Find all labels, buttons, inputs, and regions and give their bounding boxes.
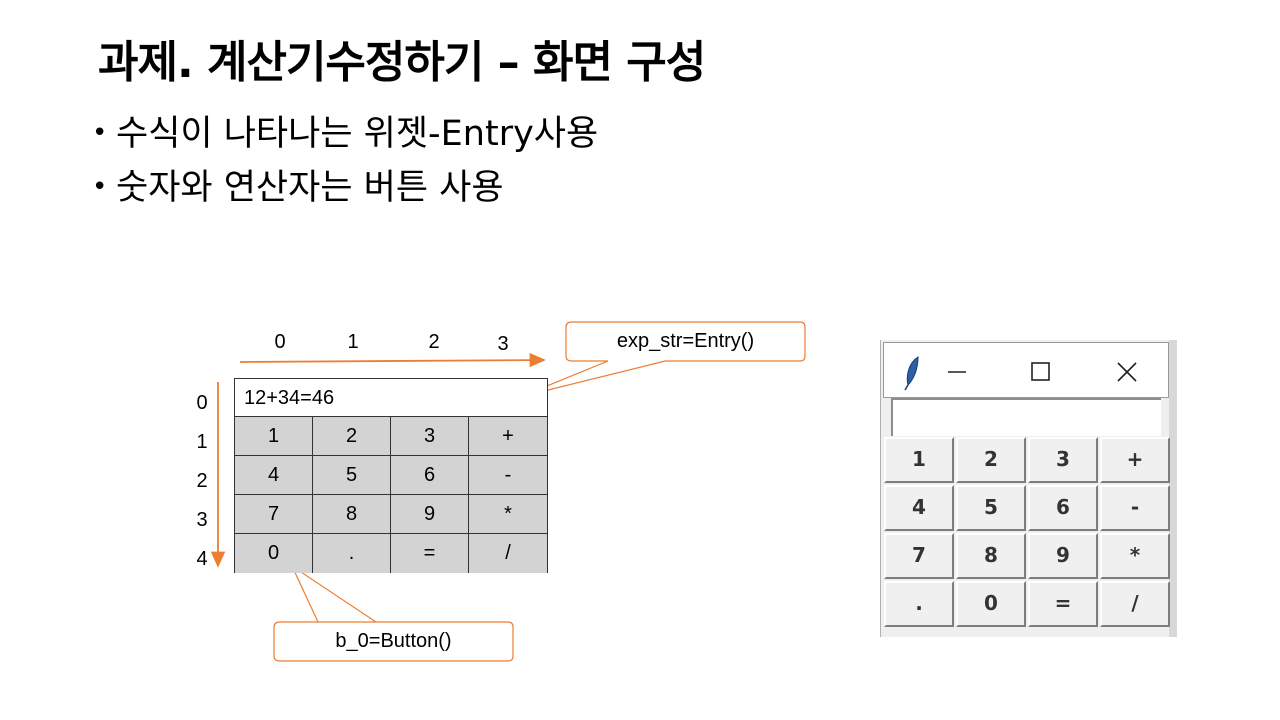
button-callout-bubble [273,564,514,662]
grid-row-4: 0 . = / [235,534,547,573]
grid-cell: - [469,456,547,495]
grid-cell: 5 [313,456,391,495]
grid-entry-cell: 12+34=46 [235,379,547,417]
bullet-text: 숫자와 연산자는 버튼 사용 [116,168,504,208]
feather-icon [904,356,919,391]
row-label-1: 1 [196,431,208,453]
grid-row-1: 1 2 3 + [235,417,547,456]
tk-button-row: 7 8 9 * [883,532,1171,580]
grid-cell: + [469,417,547,456]
grid-cell: 7 [235,495,313,534]
tk-button-5[interactable]: 5 [956,485,1026,531]
grid-cell: 2 [313,417,391,456]
column-label-3: 3 [497,333,509,355]
tk-button-2[interactable]: 2 [956,437,1026,483]
row-label-2: 2 [196,470,208,492]
grid-cell: 4 [235,456,313,495]
grid-cell: 8 [313,495,391,534]
tk-button-minus[interactable]: - [1100,485,1170,531]
tk-button-row: 4 5 6 - [883,484,1171,532]
grid-cell: 1 [235,417,313,456]
grid-row-3: 7 8 9 * [235,495,547,534]
tk-calculator-window: 1 2 3 + 4 5 6 - 7 8 9 * . 0 = / [880,340,1177,637]
tk-button-8[interactable]: 8 [956,533,1026,579]
tk-button-3[interactable]: 3 [1028,437,1098,483]
tk-button-0[interactable]: 0 [956,581,1026,627]
tk-button-multiply[interactable]: * [1100,533,1170,579]
grid-cell: = [391,534,469,573]
button-callout-label: b_0=Button() [335,630,452,652]
row-label-4: 4 [196,548,208,570]
grid-row-2: 4 5 6 - [235,456,547,495]
bullet-dot: • [92,172,108,202]
tk-button-6[interactable]: 6 [1028,485,1098,531]
grid-cell: 0 [235,534,313,573]
window-shadow [1169,340,1177,637]
window-titlebar [883,342,1169,398]
tk-button-grid: 1 2 3 + 4 5 6 - 7 8 9 * . 0 = / [883,436,1171,628]
tk-button-9[interactable]: 9 [1028,533,1098,579]
column-label-2: 2 [428,331,440,353]
tk-button-row: 1 2 3 + [883,436,1171,484]
grid-cell: 3 [391,417,469,456]
row-label-3: 3 [196,509,208,531]
tk-button-equals[interactable]: = [1028,581,1098,627]
bullet-list: • 수식이 나타나는 위젯-Entry사용 • 숫자와 연산자는 버튼 사용 [92,110,598,218]
grid-cell: . [313,534,391,573]
titlebar-icons [904,356,1137,391]
tk-button-7[interactable]: 7 [884,533,954,579]
grid-cell: 9 [391,495,469,534]
bullet-dot: • [92,118,108,148]
column-arrow [239,352,546,368]
grid-cell: * [469,495,547,534]
maximize-icon[interactable] [1031,362,1050,381]
slide-title: 과제. 계산기수정하기 – 화면 구성 [98,37,706,88]
tk-button-row: . 0 = / [883,580,1171,628]
grid-cell: 6 [391,456,469,495]
entry-callout-bubble [519,321,806,398]
tk-button-4[interactable]: 4 [884,485,954,531]
grid-cell: / [469,534,547,573]
tk-button-1[interactable]: 1 [884,437,954,483]
tk-button-dot[interactable]: . [884,581,954,627]
row-label-0: 0 [196,392,208,414]
close-icon[interactable] [1117,362,1137,382]
tk-button-plus[interactable]: + [1100,437,1170,483]
bullet-item: • 숫자와 연산자는 버튼 사용 [92,164,598,218]
column-label-0: 0 [274,331,286,353]
tk-button-divide[interactable]: / [1100,581,1170,627]
layout-grid: 12+34=46 1 2 3 + 4 5 6 - 7 8 9 * 0 . = / [234,378,548,573]
expression-entry[interactable] [891,398,1161,436]
entry-callout-label: exp_str=Entry() [616,330,755,352]
column-label-1: 1 [347,331,359,353]
bullet-text: 수식이 나타나는 위젯-Entry사용 [116,114,599,154]
bullet-item: • 수식이 나타나는 위젯-Entry사용 [92,110,598,164]
